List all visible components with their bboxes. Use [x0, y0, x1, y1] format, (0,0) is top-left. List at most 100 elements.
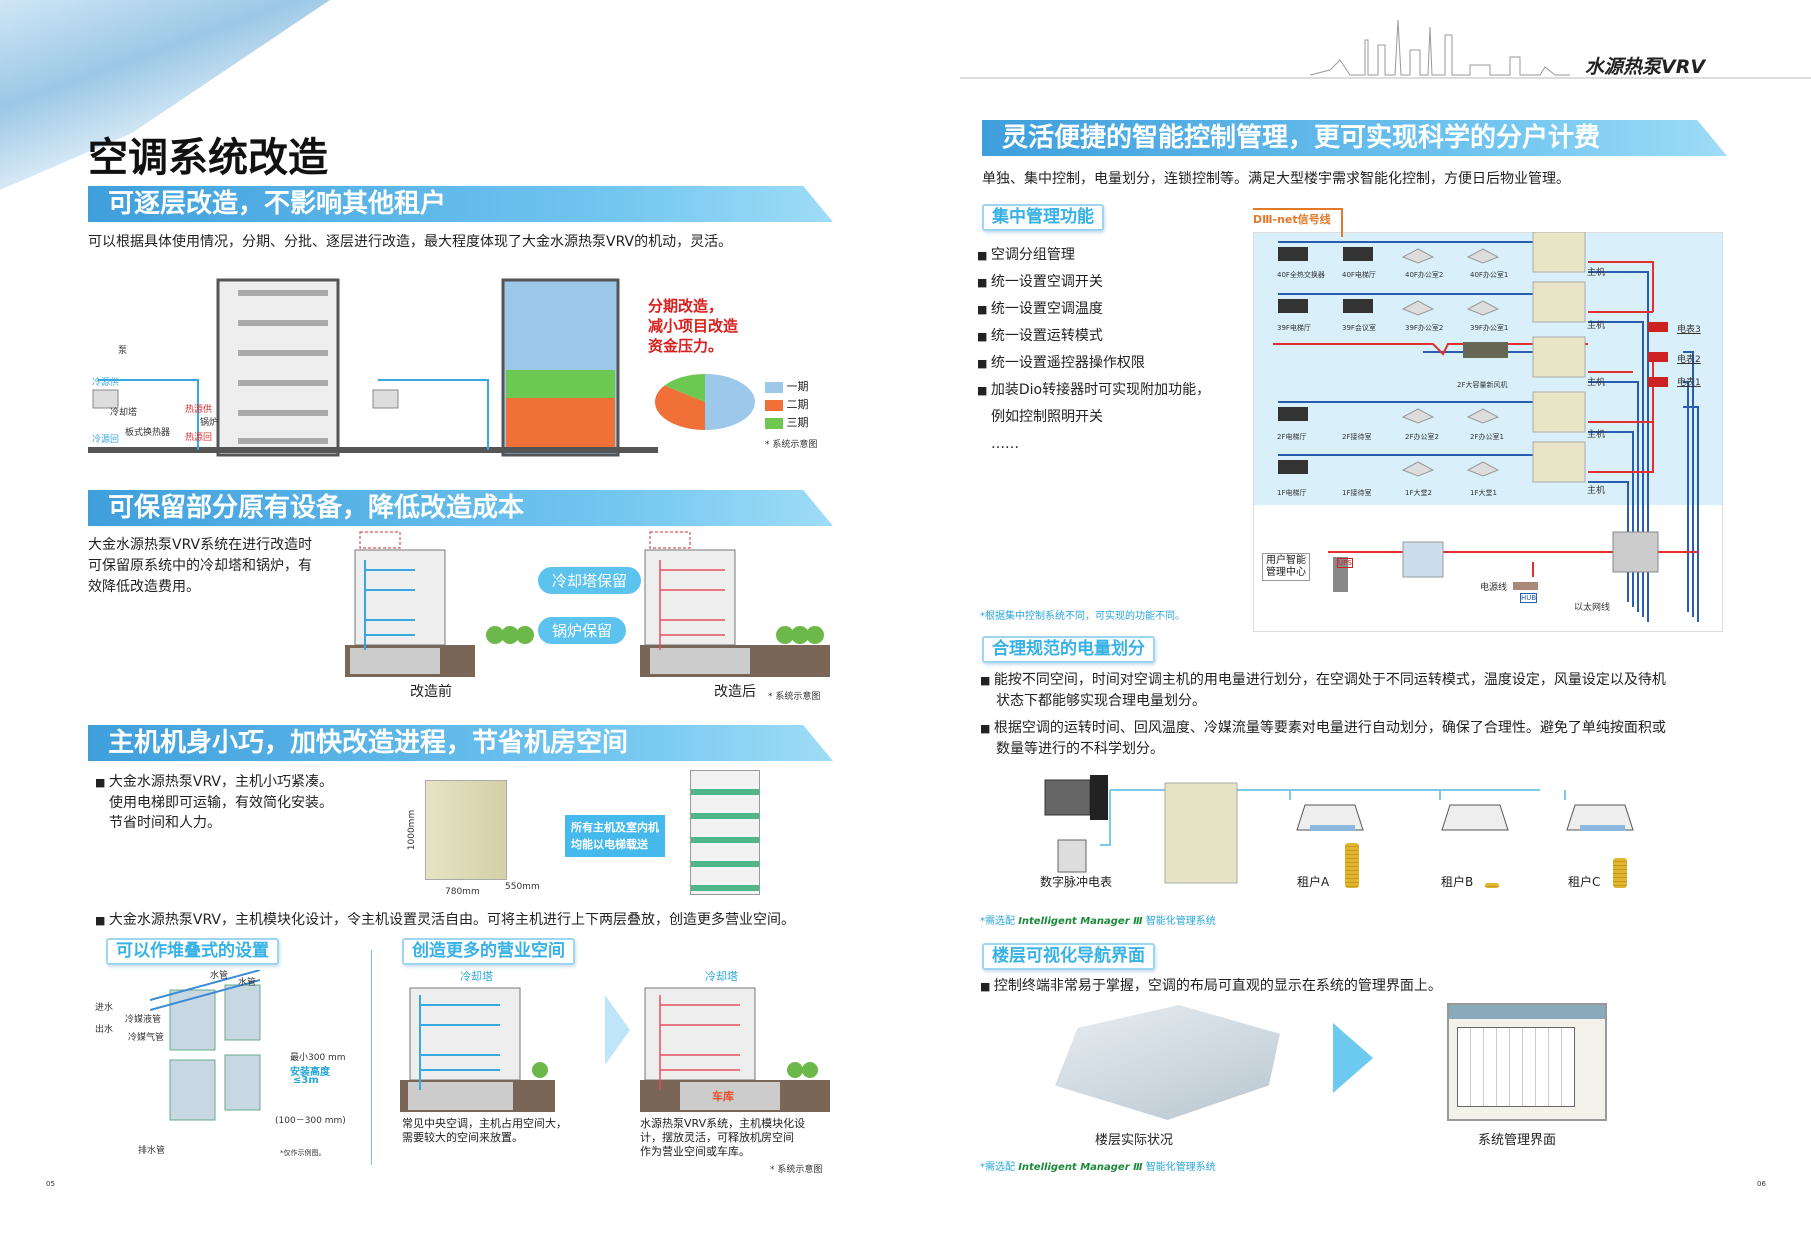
tenant-b-label: 租户B: [1441, 875, 1474, 889]
list-more: ……: [991, 436, 1019, 452]
elevator-callout: 所有主机及室内机 均能以电梯载送: [565, 815, 665, 857]
unit-label: 2F大容量新风机: [1457, 381, 1508, 389]
schematic-note: * 系统示意图: [768, 692, 821, 702]
section3-bullet2: 大金水源热泵VRV，主机模块化设计，令主机设置灵活自由。可将主机进行上下两层叠放…: [95, 910, 795, 931]
bullet-line: 状态下都能够实现合理电量划分。: [996, 693, 1206, 709]
section2-banner: 可保留部分原有设备，降低改造成本: [88, 490, 833, 526]
legend-item: 三期: [765, 414, 809, 432]
legend-item: 二期: [765, 396, 809, 414]
meter-label: 电表3: [1677, 325, 1701, 335]
caption-line: 常见中央空调，主机占用空间大，: [402, 1117, 567, 1130]
note-prefix: *需选配: [980, 1162, 1015, 1173]
dim-width: 780mm: [445, 887, 480, 897]
after-label: 改造后: [714, 684, 756, 700]
diagram-label-cold-return: 冷源回: [92, 435, 120, 445]
central-management-tag: 集中管理功能: [982, 204, 1104, 231]
desc-line: 效降低改造费用。: [88, 579, 200, 595]
diagram-label-cold-supply: 冷源供: [92, 378, 120, 388]
section3-banner: 主机机身小巧，加快改造进程，节省机房空间: [88, 725, 833, 761]
brand-title: 水源热泵VRV: [1585, 56, 1706, 78]
callout-line: 所有主机及室内机: [571, 821, 659, 834]
floor-navigation-tag: 楼层可视化导航界面: [982, 943, 1155, 970]
floor-actual-label: 楼层实际状况: [1095, 1133, 1174, 1148]
list-item-cont: 例如控制照明开关: [991, 409, 1103, 425]
label-range: (100－300 mm): [275, 1116, 346, 1126]
im-note: *需选配 Intelligent Manager Ⅲ 智能化管理系统: [980, 1158, 1216, 1173]
diagram-label-heat-exchanger: 板式换热器: [125, 428, 171, 438]
caption-line: 需要较大的空间来放置。: [402, 1131, 523, 1144]
intelligent-manager-logo: Intelligent Manager Ⅲ: [1018, 916, 1143, 927]
pie-slice: [655, 385, 705, 430]
ethernet-label: 以太网线: [1574, 603, 1611, 613]
callout-line: 均能以电梯载送: [571, 838, 648, 851]
pulse-meter-label: 数字脉冲电表: [1040, 875, 1113, 889]
label-water-pipe: 水管: [210, 971, 229, 981]
bullet-line: 使用电梯即可运输，有效简化安装。: [109, 795, 333, 811]
unit-label: 2F办公室2: [1405, 433, 1439, 441]
label-inlet: 进水: [95, 1003, 114, 1013]
im-note: *需选配 Intelligent Manager Ⅲ 智能化管理系统: [980, 912, 1216, 927]
central-function-list: 空调分组管理 统一设置空调开关 统一设置空调温度 统一设置运转模式 统一设置遥控…: [977, 242, 1210, 458]
management-ui-screenshot: [1447, 1003, 1607, 1121]
list-item: 统一设置运转模式: [977, 323, 1210, 350]
diagram-label-cooling-tower: 冷却塔: [110, 408, 138, 418]
callout-line: 分期改造，: [648, 297, 724, 315]
retain-equipment-diagram: [345, 531, 830, 677]
caption-line: 水源热泵VRV系统，主机模块化设: [640, 1117, 806, 1130]
control-banner: 灵活便捷的智能控制管理，更可实现科学的分户计费: [982, 120, 1727, 156]
unit-label: 1F大堂1: [1470, 489, 1497, 497]
list-item: 统一设置空调开关: [977, 269, 1210, 296]
signal-line-label: DⅢ-net信号线: [1253, 208, 1343, 237]
legend-label: 二期: [786, 398, 809, 411]
ups-label: UPS: [1337, 558, 1353, 568]
diagram-label-boiler: 锅炉: [200, 418, 219, 428]
caption-before: 常见中央空调，主机占用空间大， 需要较大的空间来放置。: [402, 1117, 567, 1145]
stacked-units-diagram: [150, 970, 261, 1121]
skyline-icon: [1310, 19, 1570, 76]
bullet-line: 能按不同空间，时间对空调主机的用电量进行划分，在空调处于不同运转模式，温度设定，…: [980, 670, 1666, 691]
phased-renovation-diagram: [88, 278, 658, 457]
label-install-height-value: ≤3m: [293, 1075, 319, 1086]
power-allocation-tag: 合理规范的电量划分: [982, 636, 1155, 663]
host-label: 主机: [1587, 321, 1606, 331]
phased-callout: 分期改造， 减小项目改造 资金压力。: [648, 296, 738, 356]
coin-stack: [1485, 883, 1499, 888]
callout-line: 资金压力。: [648, 337, 724, 355]
unit-label: 2F接待室: [1342, 433, 1372, 441]
control-desc: 单独、集中控制，电量划分，连锁控制等。满足大型楼宇需求智能化控制，方便日后物业管…: [982, 171, 1570, 187]
phase-pie-chart: [655, 374, 755, 430]
legend-label: 三期: [786, 416, 809, 429]
intelligent-manager-logo: Intelligent Manager Ⅲ: [1018, 1162, 1143, 1173]
outdoor-unit-image: [425, 780, 507, 880]
desc-line: 大金水源热泵VRV系统在进行改造时: [88, 537, 313, 553]
caption-after: 水源热泵VRV系统，主机模块化设 计，摆放灵活，可释放机房空间 作为营业空间或车…: [640, 1117, 805, 1159]
bullet-line: 节省时间和人力。: [109, 815, 221, 831]
diagram-label-pump: 泵: [118, 346, 128, 356]
diagram-label-heat-supply: 热源供: [185, 405, 213, 415]
page-title: 空调系统改造: [88, 135, 328, 181]
power-line-label: 电源线: [1480, 583, 1508, 593]
coin-stack: [1613, 858, 1627, 888]
diagram-label-heat-return: 热源回: [185, 433, 213, 443]
hub-label: HUB: [1520, 593, 1538, 603]
label-liquid-pipe: 冷媒液管: [125, 1015, 162, 1025]
legend-label: 一期: [786, 380, 809, 393]
business-space-tag: 创造更多的营业空间: [402, 938, 575, 965]
power-bullets: 能按不同空间，时间对空调主机的用电量进行划分，在空调处于不同运转模式，温度设定，…: [980, 670, 1666, 760]
stacking-tag: 可以作堆叠式的设置: [106, 938, 279, 965]
cooling-tower-label: 冷却塔: [705, 970, 738, 983]
network-lines: [1273, 232, 1699, 622]
list-item: 加装Dio转接器时可实现附加功能，: [977, 377, 1210, 404]
caption-line: 计，摆放灵活，可释放机房空间: [640, 1131, 794, 1144]
example-note: *仅作示例图。: [280, 1149, 326, 1157]
host-label: 主机: [1587, 378, 1606, 388]
dim-depth: 550mm: [505, 882, 540, 892]
host-label: 主机: [1587, 430, 1606, 440]
management-center-label: 用户智能 管理中心: [1262, 553, 1310, 581]
cooling-tower-retained-badge: 冷却塔保留: [538, 567, 642, 594]
desc-line: 可保留原系统中的冷却塔和锅炉，有: [88, 558, 312, 574]
section1-banner: 可逐层改造，不影响其他租户: [88, 186, 833, 222]
unit-label: 40F全热交换器: [1277, 271, 1325, 279]
garage-label: 车库: [712, 1090, 734, 1103]
list-item: 统一设置遥控器操作权限: [977, 350, 1210, 377]
